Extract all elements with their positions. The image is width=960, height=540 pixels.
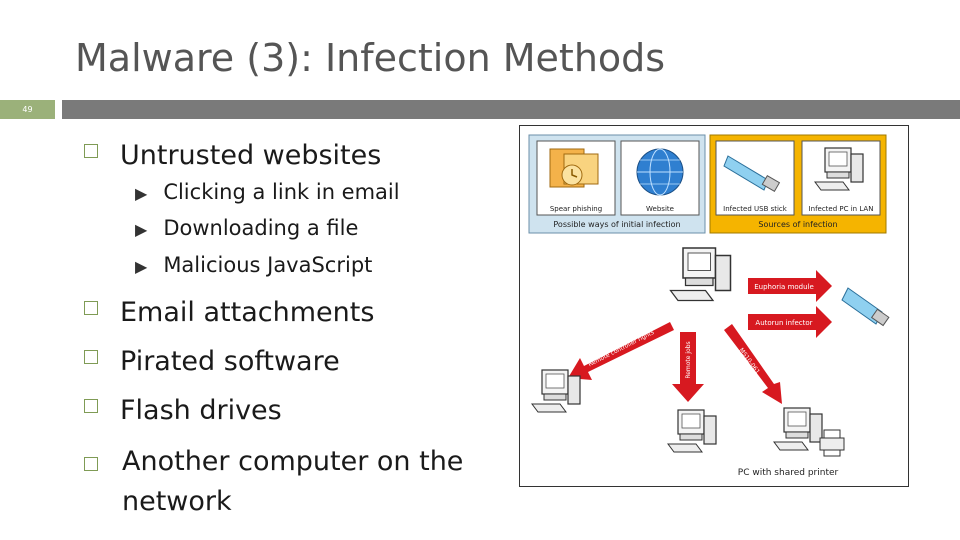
panel-left-caption: Possible ways of initial infection [553, 220, 680, 229]
bullet-email-attachments: Email attachments [84, 293, 374, 333]
arrow-ms10-061: MS10-061 [724, 324, 782, 404]
remote-pc-icon [667, 409, 717, 453]
svg-text:Autorun infector: Autorun infector [755, 319, 812, 327]
email-client-icon [549, 148, 599, 188]
usb-stick-icon [723, 155, 781, 193]
svg-text:Remote controller rights: Remote controller rights [587, 329, 655, 368]
central-pc-icon [669, 247, 732, 302]
tile-label-infected-pc: Infected PC in LAN [809, 205, 874, 213]
slide-number: 49 [0, 100, 55, 119]
bullet-another-computer: Another computer on the network [84, 442, 474, 522]
infection-diagram: Spear phishing Website Possible ways of … [519, 125, 909, 487]
bullet-flash-drives: Flash drives [84, 391, 282, 431]
sub-bullet: ▶Downloading a file [135, 216, 359, 240]
tile-label-spear-phishing: Spear phishing [550, 205, 602, 213]
remote-pc-icon [531, 369, 581, 413]
bullet-untrusted-websites: Untrusted websites [84, 136, 381, 176]
infection-diagram-svg: Spear phishing Website Possible ways of … [528, 134, 890, 478]
tile-label-website: Website [646, 205, 674, 213]
panel-right-caption: Sources of infection [758, 220, 837, 229]
printer-pc-icon [773, 407, 823, 451]
sub-bullet: ▶Clicking a link in email [135, 180, 400, 204]
triangle-right-icon: ▶ [135, 184, 148, 203]
printer-caption: PC with shared printer [738, 468, 839, 478]
bullet-pirated-software: Pirated software [84, 342, 340, 382]
checkbox-square-icon [84, 457, 98, 471]
slide-title: Malware (3): Infection Methods [75, 36, 666, 80]
arrow-remote-controller: Remote controller rights [568, 322, 674, 380]
svg-text:Remote jobs: Remote jobs [685, 341, 692, 378]
checkbox-square-icon [84, 350, 98, 364]
printer-icon [819, 429, 845, 457]
usb-stick-icon [841, 287, 890, 327]
arrow-euphoria: Euphoria module [748, 270, 832, 302]
svg-text:Euphoria module: Euphoria module [754, 283, 814, 291]
arrow-autorun: Autorun infector [748, 306, 832, 338]
triangle-right-icon: ▶ [135, 220, 148, 239]
checkbox-square-icon [84, 399, 98, 413]
checkbox-square-icon [84, 144, 98, 158]
title-rule [62, 100, 960, 119]
globe-icon [636, 148, 684, 196]
tile-label-usb: Infected USB stick [723, 205, 788, 213]
triangle-right-icon: ▶ [135, 257, 148, 276]
checkbox-square-icon [84, 301, 98, 315]
sub-bullet: ▶Malicious JavaScript [135, 253, 373, 277]
arrow-remote-jobs: Remote jobs [672, 332, 704, 402]
